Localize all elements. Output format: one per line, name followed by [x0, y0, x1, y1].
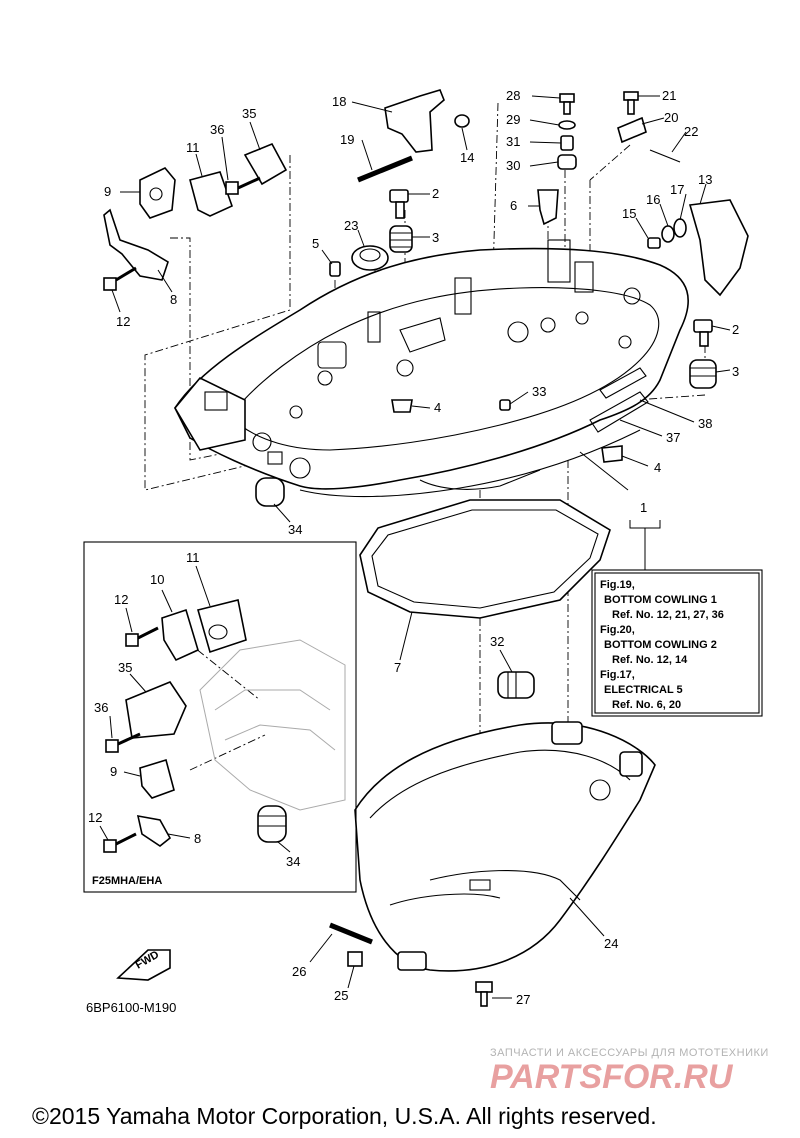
callout-1: 1	[640, 500, 647, 515]
callout-2: 2	[732, 322, 739, 337]
item-1-leader-upper	[579, 451, 629, 491]
callout-8: 8	[170, 292, 177, 307]
callout-2: 2	[432, 186, 439, 201]
callout-21: 21	[662, 88, 676, 103]
callout-6: 6	[510, 198, 517, 213]
callout-4: 4	[434, 400, 441, 415]
small-parts	[103, 89, 749, 1007]
watermark-tagline: ЗАПЧАСТИ И АКСЕССУАРЫ ДЛЯ МОТОТЕХНИКИ	[490, 1047, 769, 1059]
callout-26: 26	[292, 964, 306, 979]
reference-line: Ref. No. 12, 21, 27, 36	[612, 609, 724, 621]
callout-22: 22	[684, 124, 698, 139]
reference-line: ELECTRICAL 5	[604, 684, 683, 696]
callout-35: 35	[242, 106, 256, 121]
callout-3: 3	[732, 364, 739, 379]
item-1-bracket	[629, 520, 661, 529]
callout-37: 37	[666, 430, 680, 445]
callout-24: 24	[604, 936, 618, 951]
callout-10: 10	[150, 572, 164, 587]
callout-16: 16	[646, 192, 660, 207]
callout-36: 36	[210, 122, 224, 137]
reference-line: BOTTOM COWLING 2	[604, 639, 717, 651]
callout-7: 7	[394, 660, 401, 675]
callout-18: 18	[332, 94, 346, 109]
reference-line: Fig.17,	[600, 669, 635, 681]
reference-line: Ref. No. 12, 14	[612, 654, 688, 666]
callout-19: 19	[340, 132, 354, 147]
copyright-notice: ©2015 Yamaha Motor Corporation, U.S.A. A…	[32, 1103, 657, 1129]
callout-36: 36	[94, 700, 108, 715]
bottom-cowling-upper	[174, 239, 689, 498]
callout-labels: 1 2 2 3 3 4 4 5 6 7 8 8 9 9 10 11 11 12 …	[88, 88, 739, 1007]
callout-3: 3	[432, 230, 439, 245]
callout-28: 28	[506, 88, 520, 103]
reference-line: BOTTOM COWLING 1	[604, 594, 717, 606]
reference-box: Fig.19, BOTTOM COWLING 1 Ref. No. 12, 21…	[591, 569, 763, 717]
watermark-logo: PARTSFOR.RU	[490, 1058, 734, 1096]
callout-29: 29	[506, 112, 520, 127]
callout-34: 34	[286, 854, 300, 869]
callout-9: 9	[104, 184, 111, 199]
callout-25: 25	[334, 988, 348, 1003]
reference-line: Fig.19,	[600, 579, 635, 591]
callout-4: 4	[654, 460, 661, 475]
callout-34: 34	[288, 522, 302, 537]
callout-15: 15	[622, 206, 636, 221]
callout-38: 38	[698, 416, 712, 431]
callout-13: 13	[698, 172, 712, 187]
leader-lines	[99, 95, 731, 999]
callout-11: 11	[186, 140, 200, 155]
callout-11: 11	[186, 550, 200, 565]
callout-12: 12	[114, 592, 128, 607]
callout-12: 12	[88, 810, 102, 825]
rubber-seal	[359, 499, 611, 619]
callout-32: 32	[490, 634, 504, 649]
callout-5: 5	[312, 236, 319, 251]
diagram-code: 6BP6100-M190	[86, 1000, 176, 1015]
bottom-cowling-lower	[354, 721, 656, 972]
inset-model-label: F25MHA/EHA	[92, 875, 162, 887]
callout-14: 14	[460, 150, 474, 165]
callout-8: 8	[194, 831, 201, 846]
callout-9: 9	[110, 764, 117, 779]
reference-line: Ref. No. 6, 20	[612, 699, 681, 711]
inset-panel: F25MHA/EHA	[83, 541, 357, 893]
callout-30: 30	[506, 158, 520, 173]
callout-33: 33	[532, 384, 546, 399]
reference-line: Fig.20,	[600, 624, 635, 636]
callout-20: 20	[664, 110, 678, 125]
callout-12: 12	[116, 314, 130, 329]
fwd-arrow: FWD	[116, 949, 171, 981]
callout-27: 27	[516, 992, 530, 1007]
callout-17: 17	[670, 182, 684, 197]
callout-23: 23	[344, 218, 358, 233]
callout-35: 35	[118, 660, 132, 675]
callout-31: 31	[506, 134, 520, 149]
